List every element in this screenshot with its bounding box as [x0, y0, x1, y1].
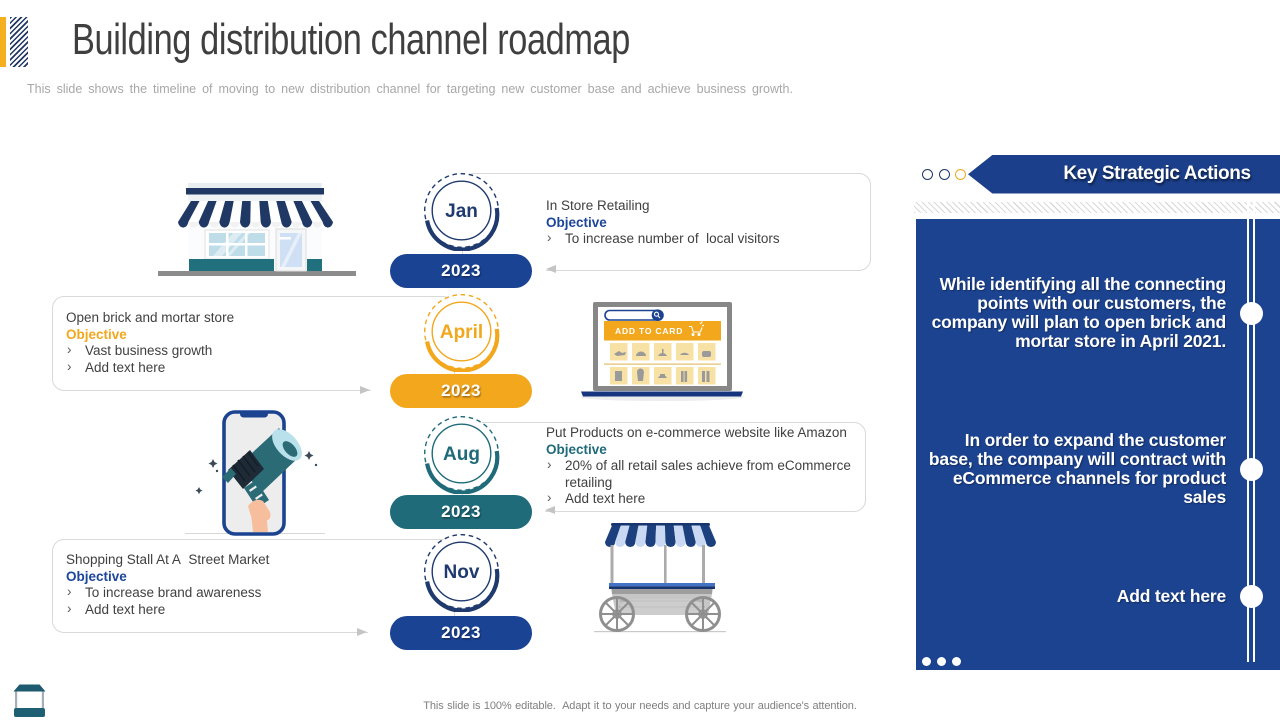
svg-text:ADD TO CARD: ADD TO CARD — [615, 326, 683, 336]
svg-text:April: April — [440, 322, 483, 343]
svg-text:Nov: Nov — [444, 562, 480, 583]
svg-text:Jan: Jan — [445, 201, 478, 222]
svg-text:Aug: Aug — [443, 444, 480, 465]
